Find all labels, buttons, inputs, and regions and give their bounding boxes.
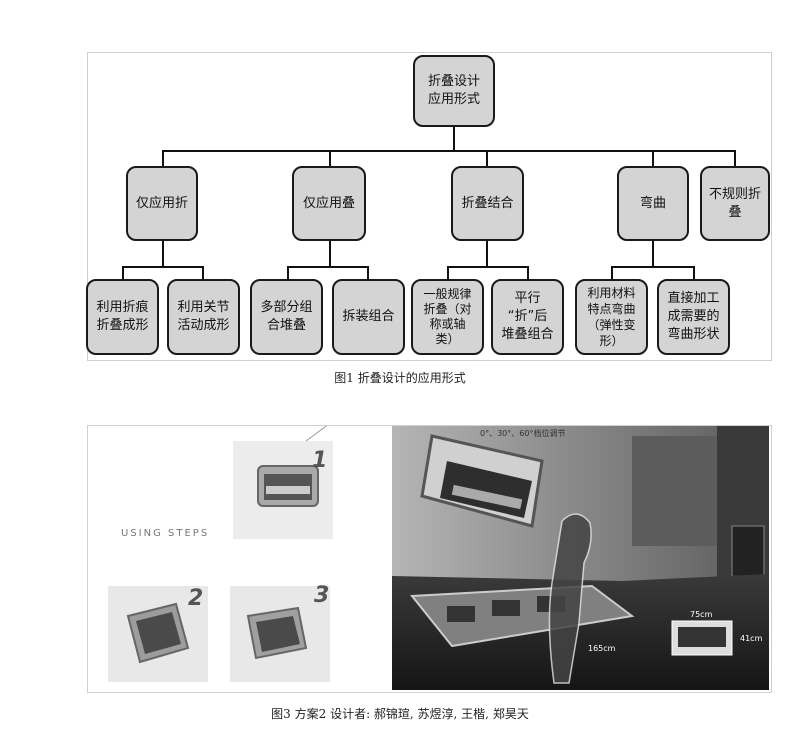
using-steps-label: USING STEPS [121, 528, 210, 539]
dimension-depth: 165cm [588, 644, 616, 653]
connector [162, 150, 164, 167]
figure3-caption: 图3 方案2 设计者: 郝锦瑄, 苏煜淳, 王楷, 郑昊天 [271, 707, 529, 721]
leaf-node: 拆装组合 [332, 279, 405, 355]
connector [287, 266, 289, 280]
connector [734, 150, 736, 167]
connector [447, 266, 449, 280]
leaf-node: 多部分组 合堆叠 [250, 279, 323, 355]
connector [652, 150, 654, 167]
connector [447, 266, 529, 268]
leaf-node: 直接加工 成需要的 弯曲形状 [657, 279, 730, 355]
dimension-height: 41cm [740, 634, 763, 643]
leaf-node: 利用材料 特点弯曲 （弹性变 形） [575, 279, 648, 355]
kitchen-scene [392, 426, 769, 690]
angle-note: 0°、30°、60°档位调节 [480, 429, 566, 438]
leaf-node: 一般规律 折叠（对 称或轴 类） [411, 279, 484, 355]
leaf-node: 利用折痕 折叠成形 [86, 279, 159, 355]
step-number: 3 [314, 583, 330, 608]
connector [367, 266, 369, 280]
figure1-caption: 图1 折叠设计的应用形式 [334, 371, 466, 385]
connector [693, 266, 695, 280]
root-node: 折叠设计 应用形式 [413, 55, 495, 127]
connector [162, 241, 164, 267]
connector [527, 266, 529, 280]
category-node-fold-stack: 折叠结合 [451, 166, 524, 241]
category-node-irregular: 不规则折 叠 [700, 166, 770, 241]
leaf-node: 平行 “折”后 堆叠组合 [491, 279, 564, 355]
step-number: 1 [312, 448, 328, 473]
connector [162, 150, 736, 152]
connector [453, 127, 455, 151]
connector [486, 241, 488, 267]
connector [122, 266, 204, 268]
dimension-width: 75cm [690, 610, 713, 619]
kitchen-render: 0°、30°、60°档位调节 75cm 41cm 165cm [392, 426, 769, 690]
connector [652, 241, 654, 267]
steps-illustration [108, 426, 333, 682]
category-node-bend: 弯曲 [617, 166, 689, 241]
connector [329, 241, 331, 267]
connector [329, 150, 331, 167]
category-node-fold-only: 仅应用折 [126, 166, 198, 241]
connector [202, 266, 204, 280]
connector [611, 266, 695, 268]
leaf-node: 利用关节 活动成形 [167, 279, 240, 355]
connector [611, 266, 613, 280]
step-number: 2 [188, 586, 204, 611]
connector [122, 266, 124, 280]
connector [486, 150, 488, 167]
category-node-stack-only: 仅应用叠 [292, 166, 366, 241]
connector [287, 266, 369, 268]
using-steps-panel: USING STEPS 1 2 3 [88, 426, 392, 690]
